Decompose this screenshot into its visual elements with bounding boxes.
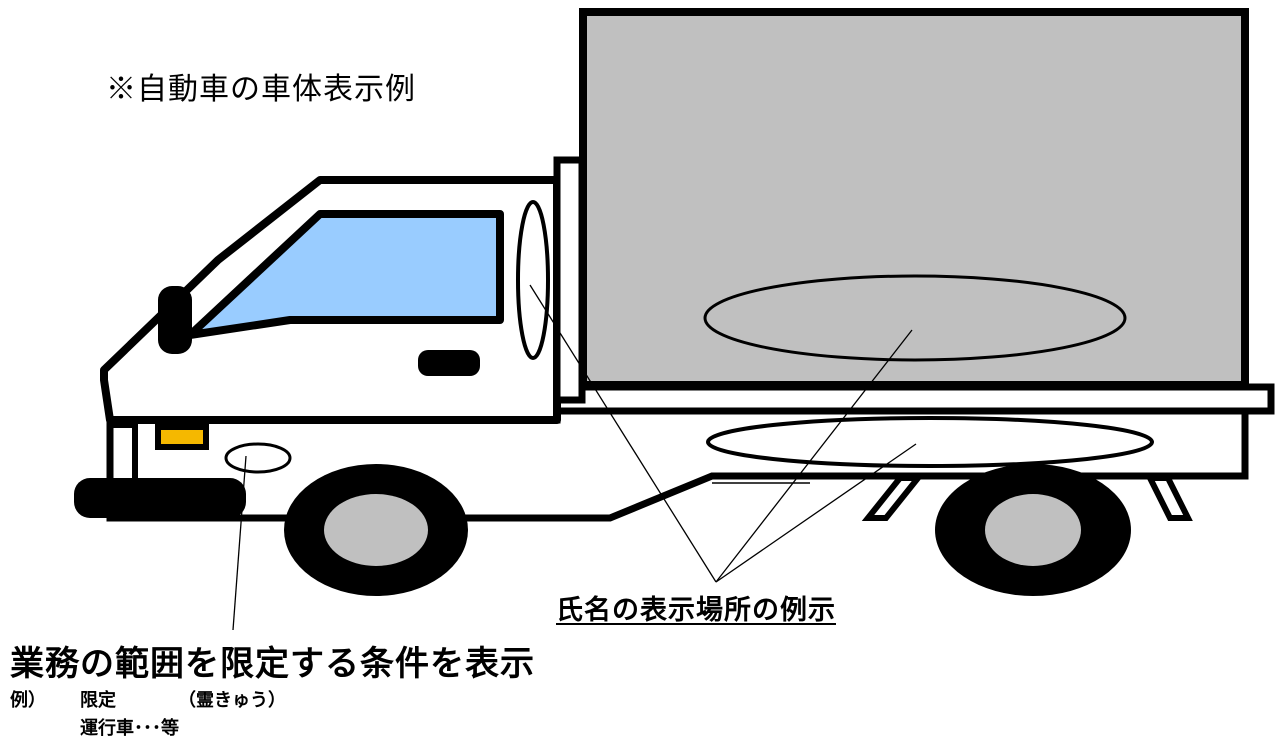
highlight-cab-side [516,200,550,360]
cargo-bed [553,383,1275,415]
leader-line [232,455,247,631]
name-location-label: 氏名の表示場所の例示 [556,595,836,626]
example-line: 例） 限定 （霊きゅう） [10,686,286,712]
turn-indicator [155,424,209,450]
rear-strut-left [861,475,925,521]
front-bumper [74,478,246,518]
leader-line [529,284,717,583]
scope-condition-label: 業務の範囲を限定する条件を表示 [10,644,535,684]
example-line-2: 運行車･･･等 [80,718,179,739]
rear-strut-right [1145,475,1193,521]
example-reading: （霊きゅう） [178,690,286,711]
highlight-cargo-side [703,274,1127,362]
example-limited: 限定 [80,690,116,711]
cargo-box [579,8,1249,389]
side-mirror [158,286,192,354]
door-handle [418,350,480,376]
front-wheel-hub [324,494,428,566]
leader-line [715,443,917,583]
figure-caption: ※自動車の車体表示例 [106,72,416,107]
rear-wheel-hub [985,494,1081,566]
example-prefix: 例） [10,690,46,711]
highlight-lower-body [706,416,1154,468]
cab-pillar [553,156,586,404]
cab-window [186,210,504,339]
leader-line [715,329,913,583]
highlight-scope-area [224,442,292,474]
